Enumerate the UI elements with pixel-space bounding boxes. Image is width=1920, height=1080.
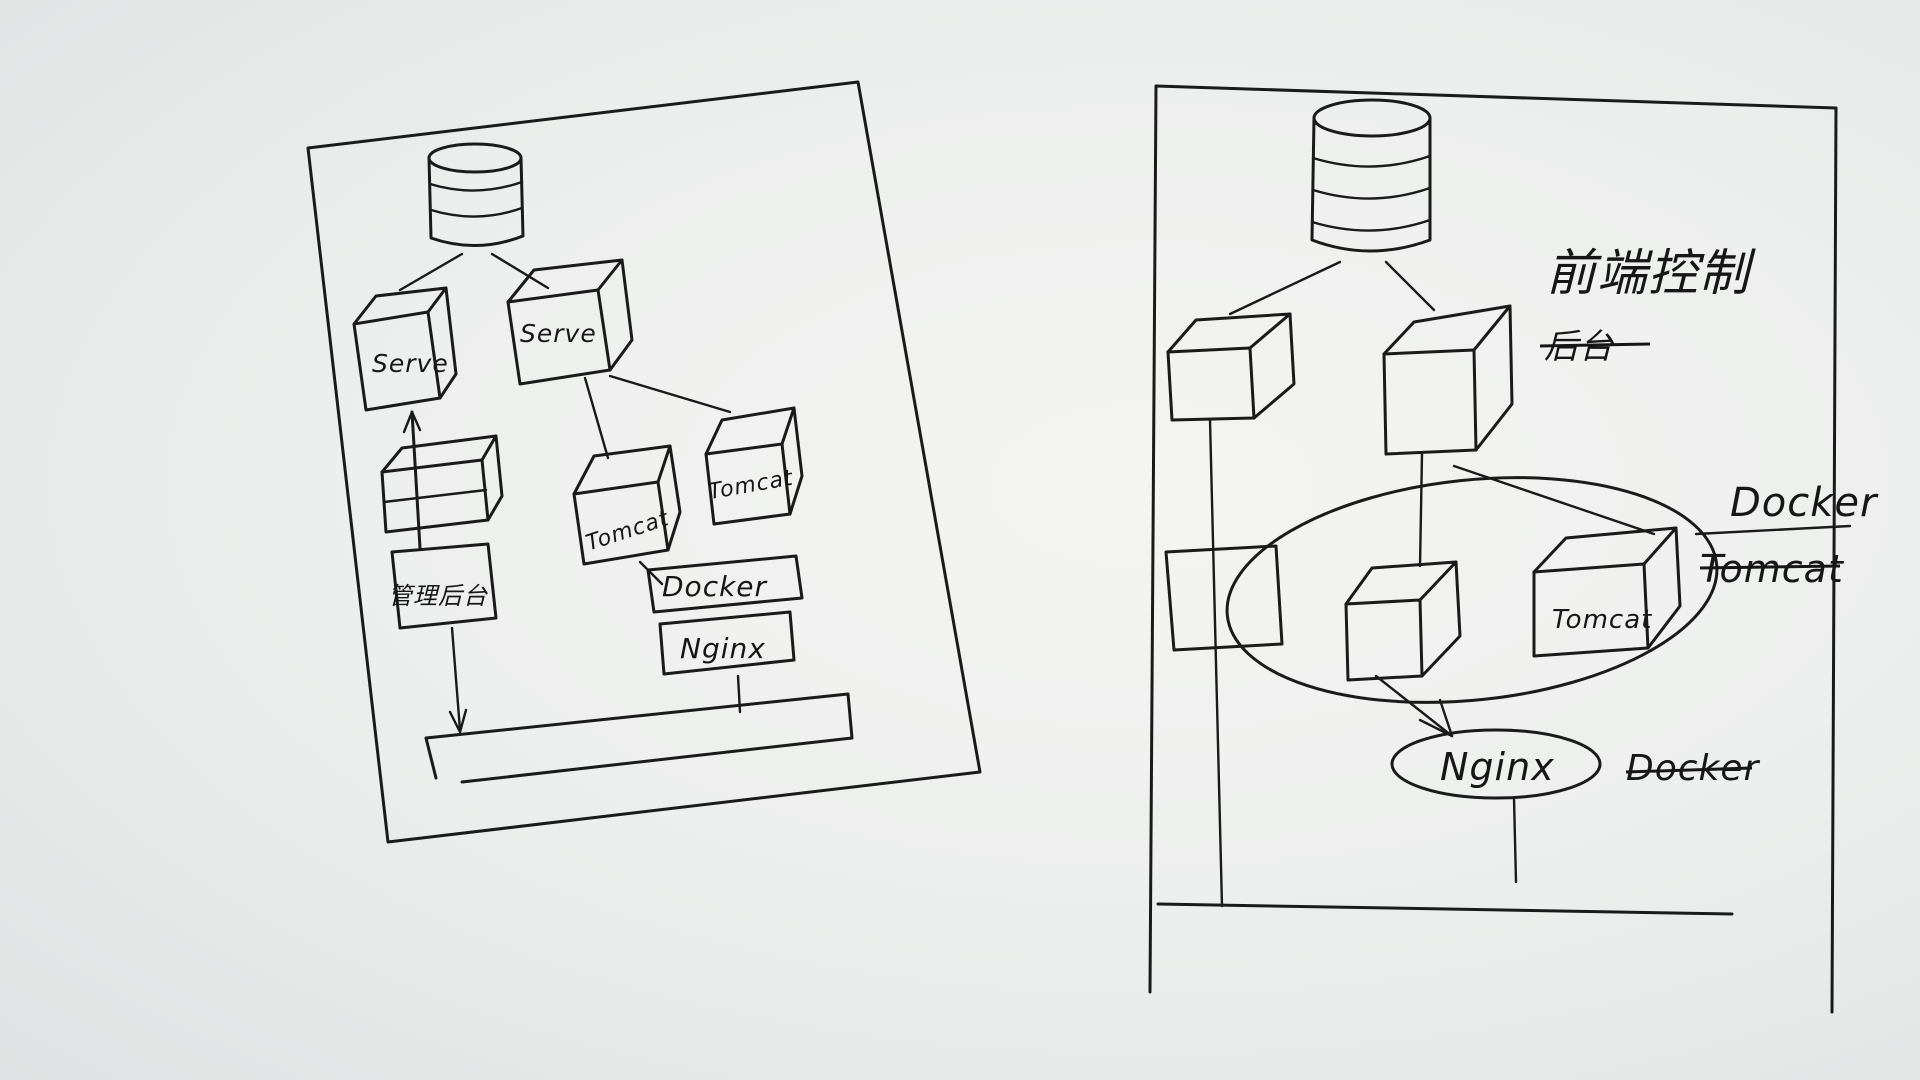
right-docker-note: Docker [1730, 480, 1879, 526]
left-server-cube-2: Serve [508, 260, 632, 384]
left-docker-box: Docker [648, 556, 802, 612]
left-sketch: Serve Serve 管理后台 [308, 82, 980, 842]
left-bottom-bar [426, 694, 852, 782]
left-admin-box: 管理后台 [388, 544, 496, 628]
right-tomcat-note-strike [1700, 566, 1840, 568]
left-admin-label: 管理后台 [388, 582, 488, 610]
right-db-link-1 [1230, 262, 1340, 314]
left-server2-link-1 [585, 378, 608, 458]
right-left-box [1166, 546, 1282, 650]
left-nginx-label: Nginx [680, 632, 766, 665]
left-docker-label: Docker [662, 570, 768, 603]
left-middle-cube [382, 412, 502, 548]
right-frontend-note: 前端控制 [1546, 244, 1756, 302]
right-docker-note-underline [1696, 526, 1850, 534]
right-database-icon [1312, 100, 1430, 251]
right-center-link-diag [1454, 466, 1654, 534]
right-cube-center [1384, 306, 1512, 454]
left-tomcat-cube-2: Tomcat [706, 408, 802, 524]
left-database-icon [429, 144, 523, 246]
left-server2-link-2 [610, 376, 730, 412]
right-crossed-note-strike [1540, 344, 1650, 346]
left-tomcat-label-2: Tomcat [707, 466, 796, 506]
left-db-link-2 [492, 254, 548, 288]
left-server-label-1: Serve [372, 349, 449, 378]
right-left-line [1210, 420, 1222, 906]
right-cube-left [1168, 314, 1294, 420]
left-tomcat-label-1: Tomcat [583, 506, 673, 556]
left-frame [308, 82, 980, 842]
right-nginx-arrow [1376, 676, 1452, 736]
right-sketch: 前端控制 后台 Tomcat Docker Tomcat [1150, 86, 1879, 1012]
left-nginx-box: Nginx [660, 612, 794, 674]
right-docker-ellipse [1216, 455, 1728, 725]
right-center-link-down [1420, 454, 1422, 566]
right-nginx-ellipse: Nginx [1392, 730, 1600, 798]
left-db-link-1 [400, 254, 462, 290]
left-admin-arrow [452, 628, 460, 730]
right-nginx-down-line [1514, 798, 1516, 882]
left-tomcat-cube-1: Tomcat [574, 446, 680, 564]
left-server-label-2: Serve [520, 319, 597, 348]
right-bottom-bar [1158, 904, 1732, 914]
right-ellipse-tomcat-cube: Tomcat [1534, 528, 1680, 656]
right-ellipse-cube-left [1346, 562, 1460, 680]
right-db-link-2 [1386, 262, 1434, 310]
left-server-cube-1: Serve [354, 288, 456, 410]
right-nginx-label: Nginx [1440, 745, 1555, 789]
right-tomcat-box-label: Tomcat [1552, 605, 1652, 635]
